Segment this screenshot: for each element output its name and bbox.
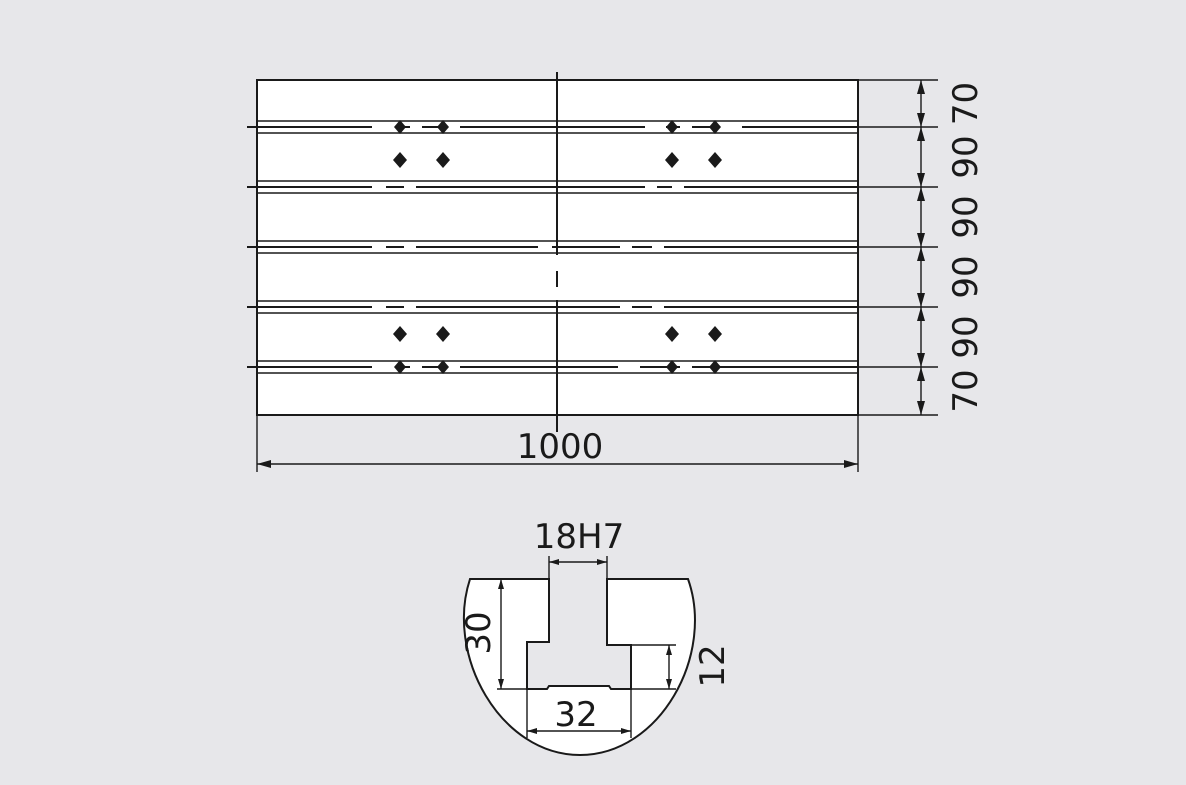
mounting-hole <box>709 120 721 134</box>
width-label: 1000 <box>517 427 604 467</box>
mounting-hole <box>709 360 721 374</box>
mounting-hole <box>666 360 678 374</box>
mounting-hole <box>393 152 407 168</box>
depth-label: 30 <box>459 611 499 654</box>
mounting-hole <box>394 360 406 374</box>
slot-width-dimension <box>548 556 608 580</box>
slot-width-label: 18H7 <box>534 517 624 557</box>
spacing-label: 90 <box>946 135 986 178</box>
spacing-labels: 70 90 90 90 90 70 <box>946 82 986 413</box>
spacing-label: 90 <box>946 255 986 298</box>
width-dimension <box>256 415 859 472</box>
spacing-dimension-lines <box>830 79 938 416</box>
head-width-label: 32 <box>554 695 597 735</box>
spacing-label: 70 <box>946 82 986 125</box>
head-height-dimension <box>631 644 676 690</box>
spacing-label: 90 <box>946 315 986 358</box>
mounting-hole <box>708 152 722 168</box>
table-plan-view: 70 90 90 90 90 70 1000 <box>247 72 986 472</box>
mounting-holes <box>393 120 722 374</box>
mounting-hole <box>436 326 450 342</box>
head-width-dimension <box>526 689 632 738</box>
mounting-hole <box>394 120 406 134</box>
mounting-hole <box>665 326 679 342</box>
mounting-hole <box>437 120 449 134</box>
spacing-label: 70 <box>946 369 986 412</box>
mounting-hole <box>393 326 407 342</box>
mounting-hole <box>665 152 679 168</box>
t-slots <box>247 120 858 374</box>
section-outline <box>462 578 696 757</box>
mounting-hole <box>437 360 449 374</box>
mounting-hole <box>666 120 678 134</box>
mounting-hole <box>708 326 722 342</box>
spacing-label: 90 <box>946 195 986 238</box>
slot-hidden-dashes <box>372 125 742 369</box>
t-slot-section-view: 18H7 30 12 32 <box>459 517 733 757</box>
depth-dimension <box>497 579 527 690</box>
head-height-label: 12 <box>693 644 733 687</box>
mounting-hole <box>436 152 450 168</box>
